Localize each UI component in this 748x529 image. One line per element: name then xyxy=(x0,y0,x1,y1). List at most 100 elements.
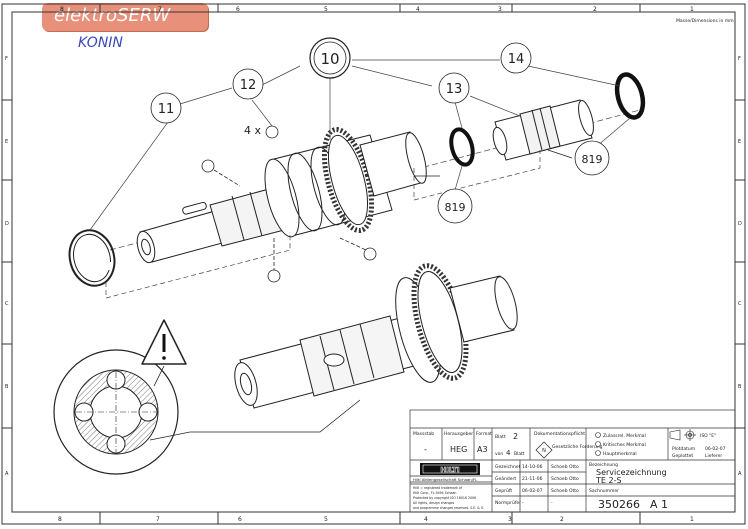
col-bottom-2: 2 xyxy=(560,516,564,523)
geprueft-name: Schoeb Otto xyxy=(551,488,579,494)
plotdatum-value: 06-02-07 xyxy=(705,446,726,452)
row-right-b: B xyxy=(738,384,742,390)
massstab-label: Massstab xyxy=(413,431,434,437)
hilti-logo-text: HILTI xyxy=(440,466,459,474)
haupt-label: Hauptmerkmal xyxy=(603,451,637,457)
bezeichnung-line2: TE 2-S xyxy=(595,476,622,485)
legal-line5: and programme changes reserved. S.E. & O… xyxy=(413,506,484,510)
col-bottom-6: 6 xyxy=(238,516,242,523)
bezeichnung-label: Bezeichnung xyxy=(589,462,618,468)
col-bottom-7: 7 xyxy=(156,516,160,523)
geandert-name: Schoeb Otto xyxy=(551,476,579,482)
col-top-4: 4 xyxy=(416,6,420,13)
watermark-badge xyxy=(42,3,208,31)
massstab-value: - xyxy=(424,445,427,454)
row-left-e: E xyxy=(5,139,8,145)
row-right-c: C xyxy=(738,301,742,307)
outer-frame xyxy=(1,3,746,525)
watermark-brand: elektroSERW xyxy=(54,5,171,26)
frame-right-rows: F E D C B A xyxy=(735,56,745,477)
row-left-f: F xyxy=(5,56,8,62)
col-top-2: 2 xyxy=(593,6,597,13)
callout-14-label: 14 xyxy=(508,52,525,67)
normpruefer-name: - xyxy=(551,501,553,506)
row-left-d: D xyxy=(5,221,9,227)
doku-label: Dokumentationspflicht xyxy=(534,431,585,437)
legal-line2: Hilti Corp., FL-9494 Schaan xyxy=(413,491,456,495)
col-bottom-3: 3 xyxy=(508,516,512,523)
row-left-c: C xyxy=(5,301,9,307)
revision-value: A 1 xyxy=(650,498,668,511)
callout-14: 14 xyxy=(500,42,532,74)
merkmal-circles-icon xyxy=(595,432,601,456)
callout-10-label: 10 xyxy=(320,50,339,68)
von-value: 4 xyxy=(506,449,511,457)
detail-cross-section xyxy=(53,349,361,475)
col-top-3: 3 xyxy=(498,6,502,13)
gesetz-label: Gesetzliche Forderung xyxy=(552,444,603,450)
callout-11: 11 xyxy=(150,92,182,124)
svg-text:N: N xyxy=(542,448,546,454)
row-right-f: F xyxy=(738,56,741,62)
gezeichnet-name: Schoeb Otto xyxy=(551,464,579,470)
blatt-value: 2 xyxy=(513,432,518,441)
sachnummer-label: Sachnummer xyxy=(589,488,619,494)
col-bottom-4: 4 xyxy=(424,516,428,523)
callout-13: 13 xyxy=(438,72,470,104)
col-bottom-5: 5 xyxy=(324,516,328,523)
legal-line3: Protected by copyright ISO 16016 2006 xyxy=(413,496,476,500)
quantity-label: 4 x xyxy=(244,124,261,137)
col-bottom-8: 8 xyxy=(58,516,62,523)
code-819-right: 819 xyxy=(574,140,610,176)
col-top-8: 8 xyxy=(60,6,64,13)
callout-10: 10 xyxy=(309,37,351,79)
o-ring-14-part xyxy=(614,72,646,120)
code-819-left: 819 xyxy=(437,188,473,224)
plotdatum-label: Plotdatum xyxy=(672,446,695,452)
legal-line4: All rights, design changes xyxy=(413,501,454,505)
row-right-e: E xyxy=(738,139,741,145)
col-top-6: 6 xyxy=(236,6,240,13)
gesetz-symbol-icon: N xyxy=(535,441,553,459)
watermark-city: KONIN xyxy=(78,35,123,51)
units-note: Masse/Dimensions in mm xyxy=(676,18,734,24)
geplottet-value: Lieferer xyxy=(705,453,722,459)
row-left-a: A xyxy=(5,471,9,477)
herausgeber-value: HEG xyxy=(450,445,467,454)
frame-left-rows: F E D C B A xyxy=(2,56,12,477)
callout-11-label: 11 xyxy=(158,102,175,117)
company-name: Hilti Aktiengesellschaft Schaan/FL xyxy=(413,477,478,482)
blatt2-label: Blatt xyxy=(514,451,525,457)
von-label: von xyxy=(495,452,503,457)
arrow-819-right xyxy=(547,149,573,159)
herausgeber-label: Herausgeber xyxy=(444,431,473,437)
row-right-d: D xyxy=(738,221,742,227)
warning-icon xyxy=(141,319,187,387)
krit-label: Kritisches Merkmal xyxy=(603,442,646,448)
callout-13-label: 13 xyxy=(446,82,463,97)
projection-symbol-icon xyxy=(669,429,696,441)
geplottet-label: Geplottet xyxy=(672,453,693,459)
zul-label: Zulassrel. Merkmal xyxy=(603,433,646,439)
retaining-ring-part xyxy=(68,229,116,287)
col-bottom-1: 1 xyxy=(690,516,694,523)
geandert-date: 21-11-06 xyxy=(522,476,543,482)
callout-leaders xyxy=(89,59,631,231)
legal-line1: Hilti = registered trademark of xyxy=(413,486,463,490)
callout-12: 12 xyxy=(232,68,264,100)
title-block xyxy=(409,409,736,513)
hilti-logo: HILTI xyxy=(420,463,480,475)
col-top-5: 5 xyxy=(324,6,328,13)
sachnummer-value: 350266 xyxy=(598,498,640,511)
iso-label: ISO "E" xyxy=(700,433,716,439)
normpruefer-label: Normprüfer xyxy=(495,500,521,506)
gezeichnet-date: 14-10-06 xyxy=(522,464,543,470)
ref-line-lower xyxy=(105,232,291,299)
frame-top-columns: 8 7 6 5 4 3 2 1 xyxy=(60,4,694,13)
col-top-7: 7 xyxy=(158,6,162,13)
gezeichnet-label: Gezeichnet xyxy=(495,464,521,470)
row-left-b: B xyxy=(5,384,9,390)
col-top-1: 1 xyxy=(690,6,694,13)
format-value: A3 xyxy=(477,445,488,454)
